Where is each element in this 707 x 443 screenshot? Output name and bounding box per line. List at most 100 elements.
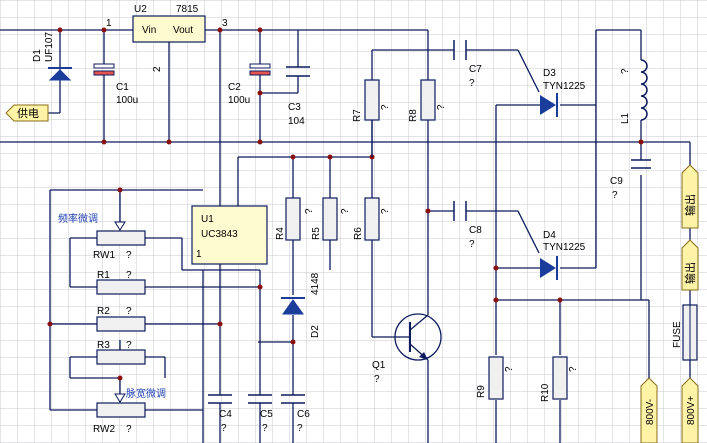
rw1-ref: RW1 [93, 250, 115, 261]
r10-ref: R10 [540, 383, 551, 402]
l1-ref: L1 [620, 112, 631, 124]
r9-ref: R9 [476, 385, 487, 398]
r2-ref: R2 [97, 306, 110, 317]
d4-part: TYN1225 [543, 242, 586, 253]
r9-value: ? [504, 366, 515, 372]
c3-ref: C3 [288, 102, 301, 113]
c1-value: 100u [116, 95, 138, 106]
d3-ref: D3 [543, 68, 556, 79]
r3-resistor: R3 ? [96, 340, 146, 365]
port-800v-plus-label: 800V+ [686, 396, 697, 425]
r10-value: ? [568, 366, 579, 372]
r2-value: ? [126, 306, 132, 317]
port-800v-minus-label: 800V- [645, 399, 656, 425]
u2-part: 7815 [176, 4, 199, 15]
c3-capacitor: C3 104 [286, 66, 310, 127]
c4-capacitor: C4 ? [208, 394, 232, 443]
u2-pin3-number: 3 [222, 18, 228, 29]
u2-pin-vout: Vout [173, 25, 193, 36]
rw1-value: ? [126, 250, 132, 261]
q1-transistor: Q1 ? [372, 313, 442, 385]
r8-ref: R8 [408, 109, 419, 122]
rw2-ref: RW2 [93, 424, 115, 435]
d1-diode: D1 UF107 [32, 32, 72, 81]
r6-ref: R6 [353, 227, 364, 240]
d1-ref: D1 [32, 49, 43, 62]
u1-controller: U1 UC3843 1 [191, 205, 268, 265]
junction-nodes [47, 27, 644, 381]
d4-thyristor: D4 TYN1225 [520, 230, 586, 280]
r5-value: ? [340, 208, 351, 214]
d2-part: 4148 [310, 272, 321, 295]
r6-resistor: R6 ? [353, 197, 391, 241]
c7-value: ? [469, 78, 475, 89]
r6-value: ? [380, 208, 391, 214]
c2-ref: C2 [228, 82, 241, 93]
u2-pin2-number: 2 [152, 66, 163, 72]
d1-part: UF107 [44, 32, 55, 62]
c7-capacitor: C7 ? [453, 40, 482, 89]
r5-resistor: R5 ? [311, 197, 351, 241]
r10-resistor: R10 ? [540, 356, 579, 402]
c5-capacitor: C5 ? [248, 394, 273, 443]
d3-thyristor: D3 TYN1225 [520, 68, 586, 117]
u2-pin-vin: Vin [142, 25, 156, 36]
u2-regulator: Vin Vout U2 7815 1 3 2 [106, 4, 228, 72]
c6-ref: C6 [297, 409, 310, 420]
c2-capacitor: C2 100u [228, 63, 271, 106]
r1-resistor: R1 ? [96, 270, 146, 295]
q1-ref: Q1 [372, 360, 386, 371]
r7-ref: R7 [352, 109, 363, 122]
fuse: FUSE [672, 304, 698, 361]
fuse-label: FUSE [672, 321, 683, 348]
d2-diode: 4148 D2 [281, 272, 321, 338]
u1-ref: U1 [201, 214, 214, 225]
c5-ref: C5 [260, 409, 273, 420]
r4-ref: R4 [275, 227, 286, 240]
r9-resistor: R9 ? [476, 356, 515, 400]
r4-value: ? [304, 208, 315, 214]
c2-value: 100u [228, 95, 250, 106]
rw1-potentiometer: 频率微调 RW1 ? [58, 212, 146, 261]
l1-inductor: L1 ? [620, 59, 648, 124]
r2-resistor: R2 ? [96, 306, 146, 332]
output-port-1: 输出 [681, 164, 699, 229]
u1-pin1-number: 1 [196, 249, 202, 260]
rw1-label: 频率微调 [58, 212, 98, 225]
c3-value: 104 [288, 116, 305, 127]
d3-part: TYN1225 [543, 81, 586, 92]
c9-value: ? [612, 190, 618, 201]
output-port-2: 输出 [681, 239, 699, 291]
rw2-potentiometer: 脉宽微调 RW2 ? [93, 387, 166, 435]
c8-value: ? [469, 239, 475, 250]
r1-value: ? [126, 270, 132, 281]
u2-pin1-number: 1 [106, 18, 112, 29]
c1-capacitor: C1 100u [93, 63, 138, 106]
c6-capacitor: C6 ? [281, 394, 310, 443]
r5-ref: R5 [311, 227, 322, 240]
r7-resistor: R7 ? [352, 79, 391, 157]
r1-ref: R1 [97, 270, 110, 281]
r7-value: ? [380, 104, 391, 110]
port-800v-plus: 800V+ [681, 377, 699, 443]
d4-ref: D4 [543, 230, 556, 241]
u2-ref: U2 [134, 4, 147, 15]
r8-value: ? [436, 104, 447, 110]
c1-ref: C1 [116, 82, 129, 93]
l1-value: ? [620, 68, 631, 74]
output-port-1-label: 输出 [683, 194, 697, 216]
r8-resistor: R8 ? [408, 79, 447, 122]
rw2-label: 脉宽微调 [126, 387, 166, 400]
u1-part: UC3843 [201, 229, 238, 240]
c9-ref: C9 [610, 176, 623, 187]
r3-ref: R3 [97, 340, 110, 351]
c8-ref: C8 [469, 225, 482, 236]
c9-capacitor: C9 ? [610, 159, 651, 201]
c8-capacitor: C8 ? [453, 201, 482, 250]
supply-port: 供电 [5, 104, 49, 122]
c4-value: ? [221, 423, 227, 434]
r4-resistor: R4 ? [275, 197, 315, 241]
supply-port-label: 供电 [17, 106, 39, 120]
r3-value: ? [126, 340, 132, 351]
